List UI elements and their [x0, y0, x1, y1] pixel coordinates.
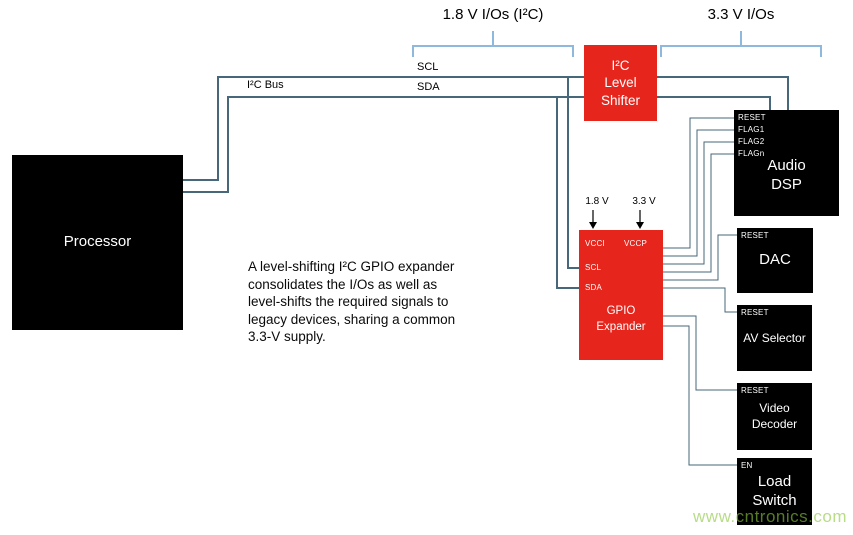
- label-3v3-supply: 3.3 V: [632, 196, 656, 207]
- av-selector-reset-pin-label: RESET: [741, 308, 769, 317]
- i2c-bus-label: I²C Bus: [247, 79, 284, 91]
- processor-box: Processor: [12, 155, 183, 330]
- audio-dsp-flagn-pin-label: FLAGn: [738, 149, 765, 158]
- gpio-expander-box: VCCI VCCP SCL SDA GPIO Expander: [579, 230, 663, 360]
- gpio-signal-wires: [663, 117, 737, 466]
- audio-dsp-box: RESET FLAG1 FLAG2 FLAGn Audio DSP: [734, 110, 839, 216]
- gpio-vccp-pin-label: VCCP: [624, 239, 648, 248]
- dac-reset-pin-label: RESET: [741, 231, 769, 240]
- dac-label: DAC: [759, 251, 791, 269]
- description-text: A level-shifting I²C GPIO expander conso…: [248, 259, 456, 345]
- av-selector-label: AV Selector: [743, 331, 806, 345]
- load-switch-label: Load Switch: [752, 472, 797, 509]
- sda-wire-label: SDA: [417, 81, 440, 93]
- processor-label: Processor: [63, 233, 132, 251]
- dac-box: RESET DAC: [737, 228, 813, 293]
- load-switch-box: EN Load Switch: [737, 458, 812, 525]
- label-1v8-supply: 1.8 V: [585, 196, 609, 207]
- supply-arrows: [589, 210, 644, 229]
- scl-wire-label: SCL: [417, 61, 439, 73]
- label-1v8-ios: 1.8 V I/Os (I²C): [442, 6, 544, 23]
- video-decoder-box: RESET Video Decoder: [737, 383, 812, 450]
- watermark-text: www.cntronics.com: [693, 507, 847, 526]
- av-selector-box: RESET AV Selector: [737, 305, 812, 371]
- label-3v3-ios: 3.3 V I/Os: [707, 6, 775, 23]
- gpio-expander-label: GPIO Expander: [596, 305, 646, 333]
- i2c-bus-wires: [183, 76, 789, 289]
- gpio-scl-pin-label: SCL: [585, 263, 602, 272]
- video-decoder-label: Video Decoder: [751, 400, 798, 431]
- audio-dsp-flag1-pin-label: FLAG1: [738, 125, 765, 134]
- audio-dsp-label: Audio DSP: [767, 157, 806, 193]
- gpio-sda-pin-label: SDA: [585, 283, 603, 292]
- video-decoder-reset-pin-label: RESET: [741, 386, 769, 395]
- gpio-vcci-pin-label: VCCI: [585, 239, 605, 248]
- i2c-level-shifter-box: I²C Level Shifter: [584, 45, 657, 121]
- audio-dsp-flag2-pin-label: FLAG2: [738, 137, 765, 146]
- audio-dsp-reset-pin-label: RESET: [738, 113, 766, 122]
- load-switch-en-pin-label: EN: [741, 461, 753, 470]
- dimension-braces: [412, 31, 822, 57]
- i2c-level-shifter-label: I²C Level Shifter: [600, 57, 641, 108]
